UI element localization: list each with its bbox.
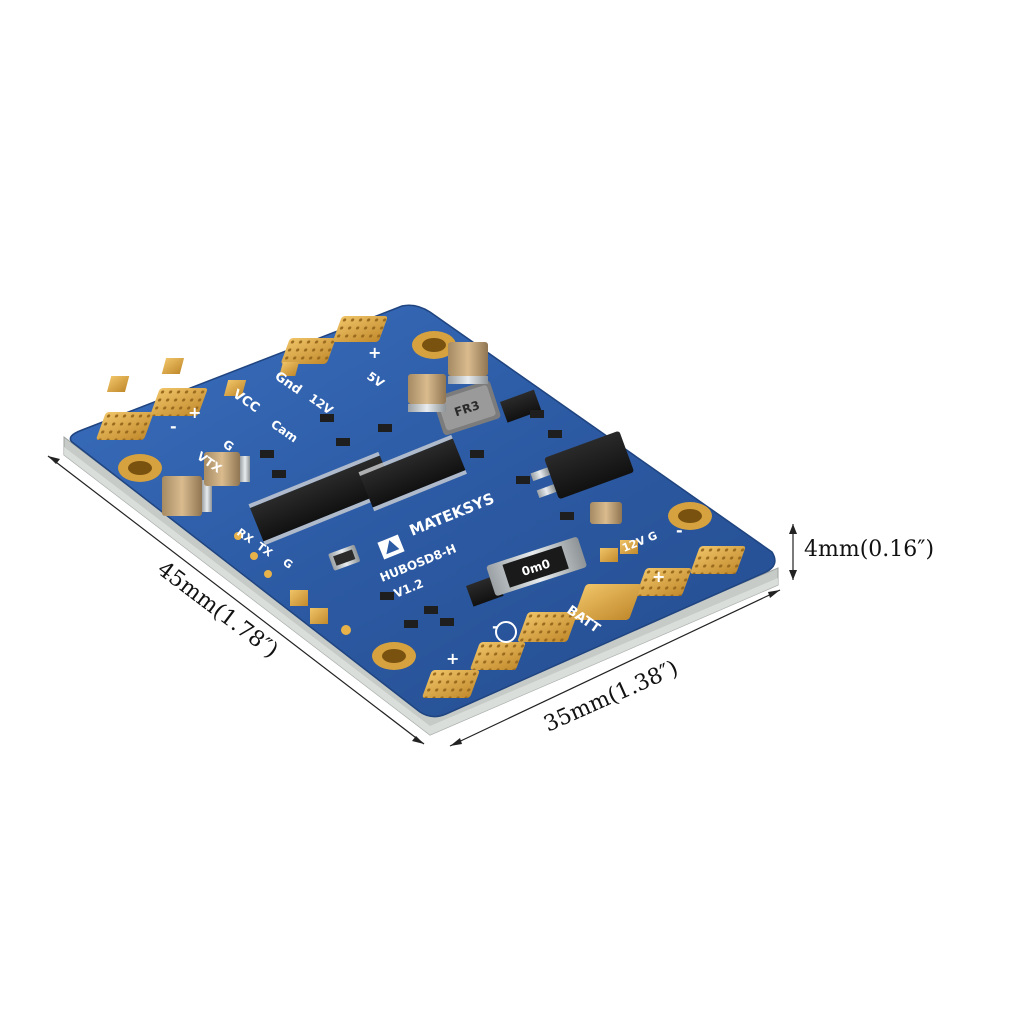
minus-marker	[495, 621, 517, 643]
silk-minus-bottom: -	[492, 617, 499, 636]
via	[264, 570, 272, 578]
shunt-resistor: 0m0	[486, 537, 587, 596]
solder-pad	[279, 362, 300, 376]
solder-pad	[689, 546, 746, 574]
solder-pad	[106, 376, 130, 392]
brand-logo	[377, 534, 405, 560]
solder-pad	[635, 568, 692, 596]
inductor: FR3	[433, 380, 501, 436]
batt-pad	[573, 584, 642, 620]
solder-pads	[95, 316, 746, 698]
solder-pad	[95, 412, 154, 440]
solder-pad	[332, 316, 388, 342]
silk-plus-right: +	[652, 567, 665, 586]
via	[234, 532, 242, 540]
components: FR3 0m0	[162, 342, 634, 628]
capacitor	[448, 342, 488, 384]
osd-chip	[358, 434, 467, 512]
regulator-chip	[530, 431, 634, 499]
dimension-thickness: 4mm(0.16″)	[789, 524, 934, 580]
capacitor	[162, 476, 212, 516]
thickness-label: 4mm(0.16″)	[804, 537, 934, 562]
via	[250, 552, 258, 560]
silk-plus: +	[188, 403, 201, 422]
solder-pad	[600, 548, 618, 562]
solder-pad	[310, 608, 328, 624]
silk-plus-top: +	[368, 343, 381, 362]
capacitor	[408, 374, 446, 412]
solder-pad	[223, 380, 247, 396]
mounting-hole	[412, 331, 456, 359]
solder-pad	[280, 338, 336, 364]
silk-minus-right: -	[676, 521, 683, 540]
smd-parts	[260, 410, 574, 628]
silk-plus-bottom: +	[446, 649, 459, 668]
solder-pad	[161, 358, 185, 374]
solder-pad	[421, 670, 480, 698]
solder-pad	[469, 642, 526, 670]
mounting-hole	[118, 454, 162, 482]
solder-pad	[517, 612, 578, 642]
regulator-chip-small	[499, 389, 542, 423]
capacitor	[590, 502, 622, 524]
solder-pad	[620, 540, 638, 554]
mounting-hole	[668, 502, 712, 530]
mounting-holes	[118, 331, 712, 670]
mounting-hole	[372, 642, 416, 670]
crystal	[328, 544, 360, 571]
via	[341, 625, 351, 635]
silk-minus-left: -	[170, 417, 177, 436]
solder-pad	[290, 590, 308, 606]
osd-chip	[248, 451, 395, 546]
solder-pad	[149, 388, 208, 416]
capacitor	[204, 452, 250, 486]
